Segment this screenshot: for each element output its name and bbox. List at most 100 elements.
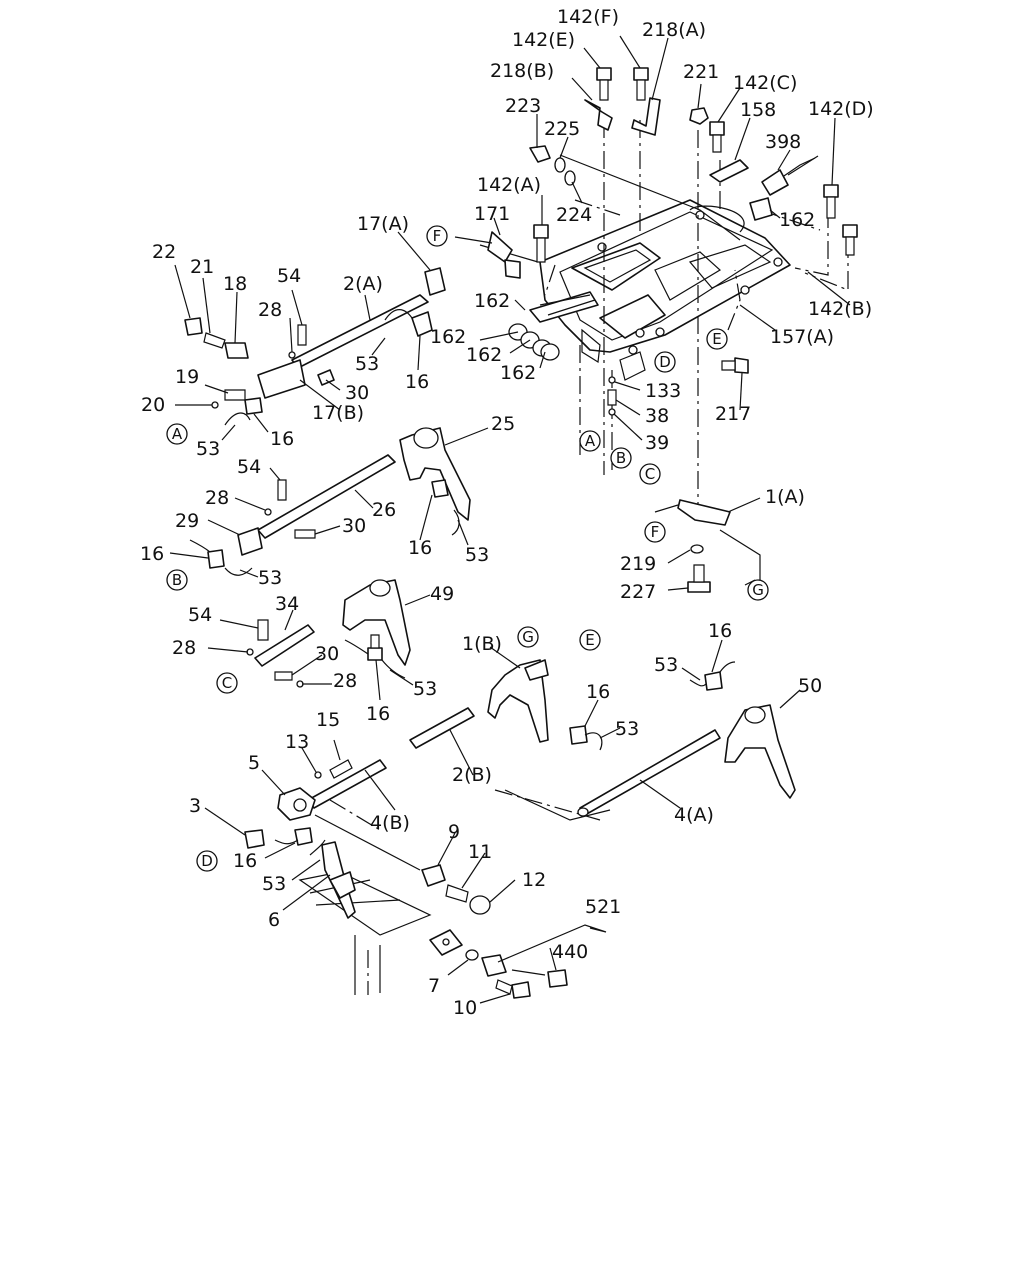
shift-cover [479, 154, 816, 381]
label-16-left: 16 [270, 428, 294, 450]
label-16-low: 16 [233, 850, 257, 872]
label-19: 19 [175, 366, 199, 388]
label-30-low: 30 [315, 643, 339, 665]
label-13: 13 [285, 731, 309, 753]
label-53-low: 53 [262, 873, 286, 895]
label-25: 25 [491, 413, 515, 435]
label-16-fork25: 16 [408, 537, 432, 559]
label-53-mid: 53 [258, 567, 282, 589]
label-53-top: 53 [355, 353, 379, 375]
fork-49 [246, 579, 411, 688]
label-1a: 1(A) [765, 486, 805, 508]
svg-text:B: B [616, 449, 626, 467]
label-221: 221 [683, 61, 719, 83]
label-4b: 4(B) [370, 812, 410, 834]
label-17b: 17(B) [312, 402, 364, 424]
label-9: 9 [448, 821, 460, 843]
label-26: 26 [372, 499, 396, 521]
lever-1a [654, 499, 761, 593]
label-158: 158 [740, 99, 776, 121]
switch-521 [429, 924, 607, 999]
callout-f-top: F [426, 225, 448, 247]
label-20: 20 [141, 394, 165, 416]
label-142d: 142(D) [808, 98, 874, 120]
callout-d-lower: D [196, 850, 218, 872]
label-142b: 142(B) [808, 298, 872, 320]
label-11: 11 [468, 841, 492, 863]
label-50: 50 [798, 675, 822, 697]
shaft-2a [184, 267, 446, 426]
label-219: 219 [620, 553, 656, 575]
label-171: 171 [474, 203, 510, 225]
fork-25 [189, 427, 471, 576]
label-218b: 218(B) [490, 60, 554, 82]
label-53-fork49: 53 [413, 678, 437, 700]
svg-text:A: A [585, 432, 596, 450]
label-39: 39 [645, 432, 669, 454]
label-17a: 17(A) [357, 213, 409, 235]
svg-text:A: A [172, 425, 183, 443]
label-leaders [169, 35, 851, 1004]
label-53-fork50: 53 [654, 654, 678, 676]
label-34: 34 [275, 593, 299, 615]
label-54-low: 54 [188, 604, 212, 626]
callout-b-cover: B [610, 447, 632, 469]
label-53-left: 53 [196, 438, 220, 460]
svg-text:D: D [201, 852, 213, 870]
bolts-top [454, 67, 858, 416]
label-218a: 218(A) [642, 19, 706, 41]
label-16-mid: 16 [140, 543, 164, 565]
callout-d-cover: D [654, 351, 676, 373]
label-3: 3 [189, 795, 201, 817]
label-28-low2: 28 [333, 670, 357, 692]
label-54-top: 54 [277, 265, 301, 287]
svg-text:F: F [651, 523, 660, 541]
lower-parts [244, 759, 491, 919]
label-1b: 1(B) [462, 633, 502, 655]
svg-text:B: B [172, 571, 182, 589]
callout-c-cover: C [639, 463, 661, 485]
housing-outline [298, 871, 432, 995]
label-7: 7 [428, 975, 440, 997]
label-398: 398 [765, 131, 801, 153]
label-15: 15 [316, 709, 340, 731]
label-16-fork49: 16 [366, 703, 390, 725]
label-142f: 142(F) [557, 6, 619, 28]
label-521: 521 [585, 896, 621, 918]
svg-text:E: E [712, 330, 721, 348]
label-28-low: 28 [172, 637, 196, 659]
callout-markers: F A E D A B C B F G C G E D [166, 225, 769, 872]
label-2a: 2(A) [343, 273, 383, 295]
label-162-c: 162 [466, 344, 502, 366]
label-142c: 142(C) [733, 72, 797, 94]
fork-50 [689, 661, 796, 799]
svg-text:C: C [222, 674, 232, 692]
label-162-right: 162 [779, 209, 815, 231]
label-217: 217 [715, 403, 751, 425]
label-38: 38 [645, 405, 669, 427]
label-21: 21 [190, 256, 214, 278]
svg-text:E: E [585, 631, 594, 649]
label-10: 10 [453, 997, 477, 1019]
label-4a: 4(A) [674, 804, 714, 826]
label-225: 225 [544, 118, 580, 140]
callout-e-fork: E [579, 629, 601, 651]
callout-a-left: A [166, 423, 188, 445]
fork-1b [487, 659, 603, 751]
svg-text:G: G [752, 581, 764, 599]
label-16-fork50: 16 [708, 620, 732, 642]
label-224: 224 [556, 204, 592, 226]
part-labels: 142(F) 218(A) 142(E) 218(B) 221 142(C) 2… [140, 6, 874, 1019]
label-142a-top: 142(A) [477, 174, 541, 196]
label-162-b: 162 [430, 326, 466, 348]
label-28-mid: 28 [205, 487, 229, 509]
label-18: 18 [223, 273, 247, 295]
label-30-top: 30 [345, 382, 369, 404]
svg-text:F: F [433, 227, 442, 245]
label-2b: 2(B) [452, 764, 492, 786]
label-28-top: 28 [258, 299, 282, 321]
label-142e: 142(E) [512, 29, 575, 51]
label-29: 29 [175, 510, 199, 532]
label-162-a: 162 [474, 290, 510, 312]
